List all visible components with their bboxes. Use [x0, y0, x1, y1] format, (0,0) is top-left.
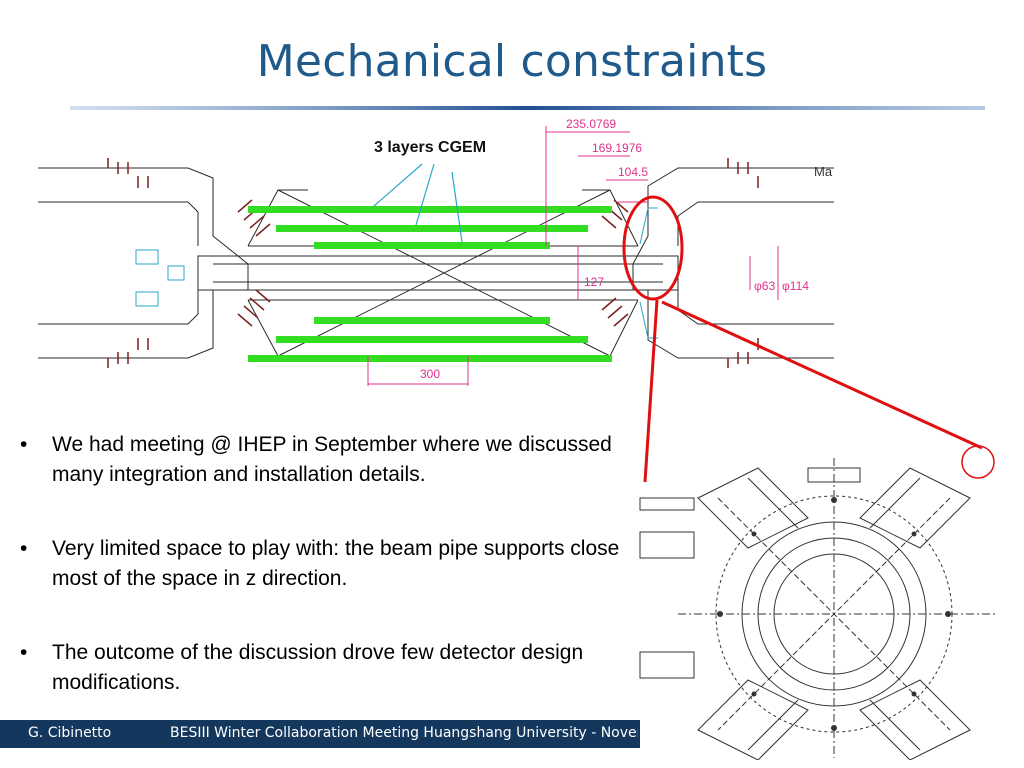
dim-phi114: φ114	[782, 279, 809, 293]
bullet-dot-icon: •	[20, 433, 28, 456]
bullet-text: We had meeting @ IHEP in September where…	[52, 433, 612, 486]
flange-front-view-drawing	[639, 445, 998, 760]
dim-phi63: φ63	[754, 279, 775, 293]
dim-104: 104.5	[618, 165, 648, 179]
dim-127: 127	[584, 275, 604, 289]
bullet-item: • Very limited space to play with: the b…	[20, 534, 640, 594]
bullet-text: Very limited space to play with: the bea…	[52, 537, 620, 590]
bullet-dot-icon: •	[20, 641, 28, 664]
footer-event: BESIII Winter Collaboration Meeting Huan…	[170, 725, 638, 741]
slide-title: Mechanical constraints	[256, 36, 768, 87]
title-divider	[70, 106, 985, 110]
dim-235: 235.0769	[566, 117, 616, 131]
bullet-text: The outcome of the discussion drove few …	[52, 641, 584, 694]
bullet-dot-icon: •	[20, 537, 28, 560]
label-ma: Ma	[814, 164, 833, 179]
footer-author: G. Cibinetto	[28, 725, 112, 741]
dim-300: 300	[420, 367, 440, 381]
footer-bar: G. Cibinetto BESIII Winter Collaboration…	[0, 720, 640, 748]
cgem-side-view-drawing: 3 layers CGEM 235.0769 169.1976 104.5 30…	[38, 117, 834, 386]
bullet-item: • We had meeting @ IHEP in September whe…	[20, 430, 640, 490]
bullet-item: • The outcome of the discussion drove fe…	[20, 638, 640, 698]
dim-169: 169.1976	[592, 141, 642, 155]
bullet-list: • We had meeting @ IHEP in September whe…	[20, 430, 640, 742]
cgem-layers-label: 3 layers CGEM	[374, 139, 486, 156]
